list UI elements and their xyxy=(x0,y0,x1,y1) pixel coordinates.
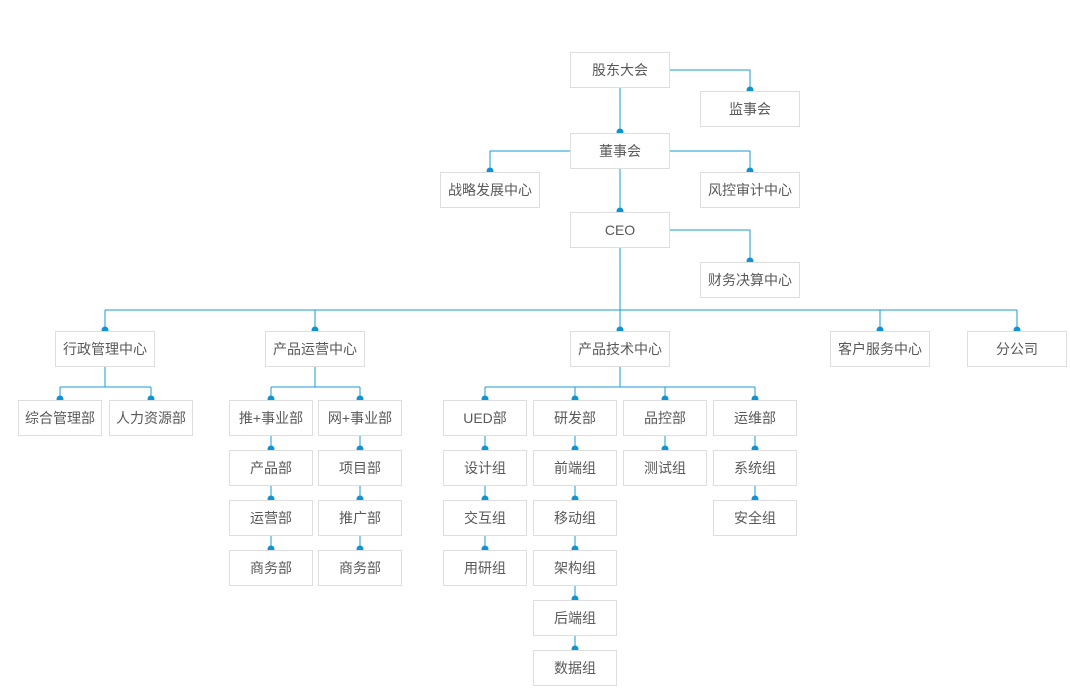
org-node-operation-dept: 运营部 xyxy=(229,500,313,536)
org-node-board: 董事会 xyxy=(570,133,670,169)
org-node-product-dept: 产品部 xyxy=(229,450,313,486)
org-node-supervisory: 监事会 xyxy=(700,91,800,127)
org-node-general-dept: 综合管理部 xyxy=(18,400,102,436)
org-node-branch: 分公司 xyxy=(967,331,1067,367)
org-node-ceo: CEO xyxy=(570,212,670,248)
org-node-risk-audit: 风控审计中心 xyxy=(700,172,800,208)
org-node-business-dept-tui: 商务部 xyxy=(229,550,313,586)
org-node-business-dept-wang: 商务部 xyxy=(318,550,402,586)
org-node-rd-dept: 研发部 xyxy=(533,400,617,436)
org-node-wang-division: 网+事业部 xyxy=(318,400,402,436)
org-node-project-dept: 项目部 xyxy=(318,450,402,486)
org-node-hr-dept: 人力资源部 xyxy=(109,400,193,436)
org-node-mobile-group: 移动组 xyxy=(533,500,617,536)
org-node-system-group: 系统组 xyxy=(713,450,797,486)
org-node-interaction-group: 交互组 xyxy=(443,500,527,536)
org-node-user-research-group: 用研组 xyxy=(443,550,527,586)
org-node-tui-division: 推+事业部 xyxy=(229,400,313,436)
org-node-strategy: 战略发展中心 xyxy=(440,172,540,208)
org-node-backend-group: 后端组 xyxy=(533,600,617,636)
org-node-testing-group: 测试组 xyxy=(623,450,707,486)
org-node-qc-dept: 品控部 xyxy=(623,400,707,436)
org-node-design-group: 设计组 xyxy=(443,450,527,486)
org-node-tech-center: 产品技术中心 xyxy=(570,331,670,367)
org-node-data-group: 数据组 xyxy=(533,650,617,686)
org-node-ued-dept: UED部 xyxy=(443,400,527,436)
org-node-admin-center: 行政管理中心 xyxy=(55,331,155,367)
org-node-finance: 财务决算中心 xyxy=(700,262,800,298)
org-node-service-center: 客户服务中心 xyxy=(830,331,930,367)
org-node-promotion-dept: 推广部 xyxy=(318,500,402,536)
org-node-om-dept: 运维部 xyxy=(713,400,797,436)
org-node-frontend-group: 前端组 xyxy=(533,450,617,486)
org-node-security-group: 安全组 xyxy=(713,500,797,536)
org-node-ops-center: 产品运营中心 xyxy=(265,331,365,367)
org-node-architecture-group: 架构组 xyxy=(533,550,617,586)
org-node-shareholders: 股东大会 xyxy=(570,52,670,88)
